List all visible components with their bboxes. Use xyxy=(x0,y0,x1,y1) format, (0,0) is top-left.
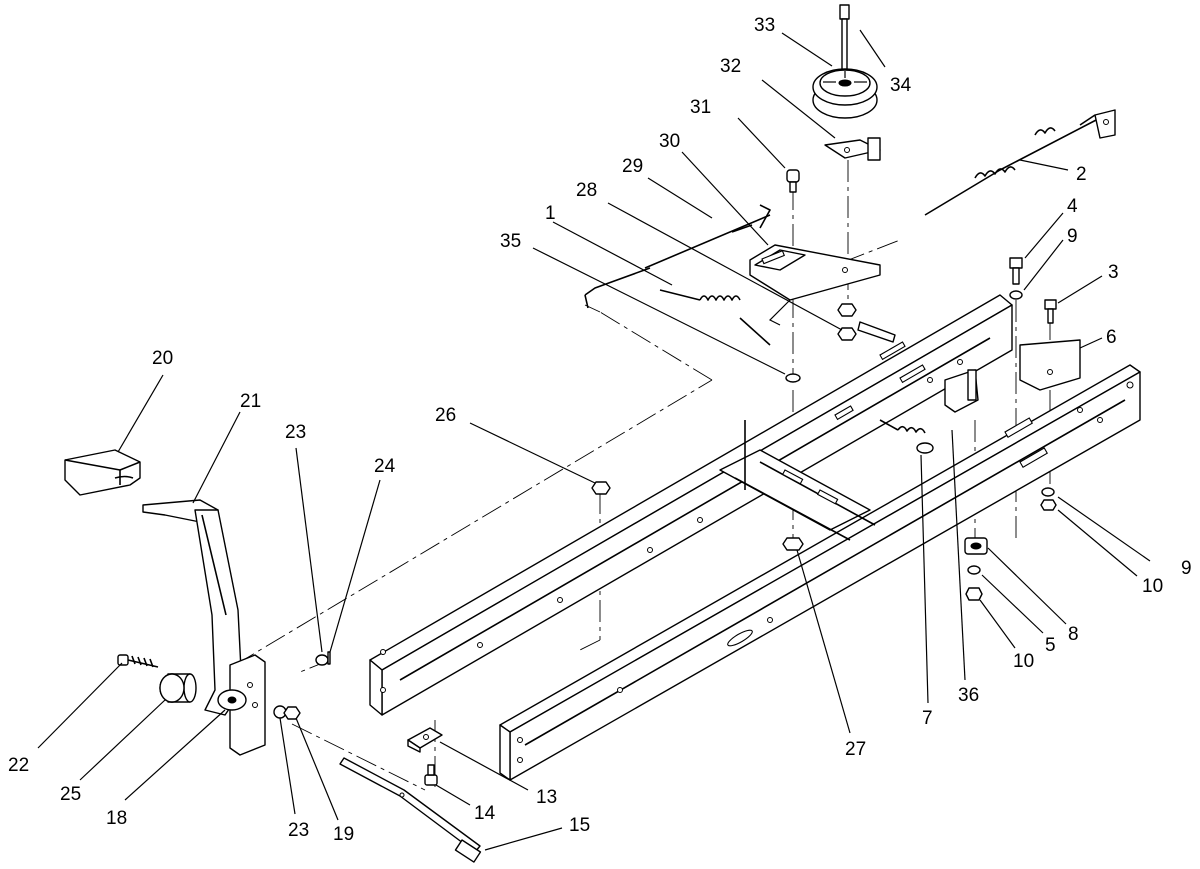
callout-36: 36 xyxy=(958,685,979,706)
bolt-4 xyxy=(1009,257,1023,300)
nut-26 xyxy=(591,481,611,495)
extension-spring-1 xyxy=(659,289,771,346)
callout-18: 18 xyxy=(106,808,127,829)
pedal-pad-20 xyxy=(64,449,141,496)
callout-6: 6 xyxy=(1106,327,1117,348)
callout-5: 5 xyxy=(1045,635,1056,656)
callout-34: 34 xyxy=(890,75,912,96)
callout-13: 13 xyxy=(536,787,557,808)
callout-33: 33 xyxy=(754,15,775,36)
hardware-9-10-right xyxy=(1040,487,1057,511)
callout-26: 26 xyxy=(435,405,456,426)
callout-25: 25 xyxy=(60,784,81,805)
callout-32: 32 xyxy=(720,56,741,77)
cross-member xyxy=(719,420,876,541)
idler-arm-30 xyxy=(749,244,881,326)
callout-21: 21 xyxy=(240,391,261,412)
callout-28: 28 xyxy=(576,180,597,201)
callout-15: 15 xyxy=(569,815,590,836)
callout-31: 31 xyxy=(690,97,711,118)
callout-24: 24 xyxy=(374,456,396,477)
spring-2-assembly xyxy=(924,109,1116,216)
callout-labels: 1 2 3 4 5 6 7 8 9 9 10 10 13 14 15 18 19… xyxy=(8,15,1192,845)
callout-8: 8 xyxy=(1068,624,1079,645)
callout-20: 20 xyxy=(152,348,173,369)
callout-14: 14 xyxy=(474,803,496,824)
spring-7 xyxy=(879,419,934,454)
washers-23-19 xyxy=(273,651,331,720)
brake-pedal-21 xyxy=(142,499,243,716)
hardware-8-5-10 xyxy=(964,537,988,601)
callout-19: 19 xyxy=(333,824,354,845)
callout-23-b: 23 xyxy=(288,820,309,841)
nut-27 xyxy=(782,537,804,551)
callout-27: 27 xyxy=(845,739,866,760)
callout-1: 1 xyxy=(545,203,556,224)
callout-9-a: 9 xyxy=(1067,226,1078,247)
callout-23-a: 23 xyxy=(285,422,306,443)
bolt-34 xyxy=(839,4,850,72)
bolt-14 xyxy=(424,764,438,786)
bolt-31 xyxy=(786,169,800,193)
callout-29: 29 xyxy=(622,156,643,177)
callout-30: 30 xyxy=(659,131,680,152)
callout-22: 22 xyxy=(8,755,29,776)
callout-7: 7 xyxy=(922,708,933,729)
callout-2: 2 xyxy=(1076,164,1087,185)
pedal-mount-plate-18 xyxy=(217,654,266,756)
nut-28 xyxy=(837,303,857,341)
callout-9-b: 9 xyxy=(1181,558,1192,579)
frame-rail-right xyxy=(499,364,1141,781)
bracket-36 xyxy=(944,369,979,413)
brake-rod-15 xyxy=(339,757,482,863)
bracket-6 xyxy=(1019,339,1081,391)
idler-pulley-33 xyxy=(812,68,878,119)
washer-35 xyxy=(785,373,801,383)
callout-leaders xyxy=(37,29,1151,851)
bolt-22 xyxy=(117,654,159,668)
callout-3: 3 xyxy=(1108,262,1119,283)
spacer-25 xyxy=(159,673,197,703)
callout-35: 35 xyxy=(500,231,521,252)
callout-10-b: 10 xyxy=(1013,651,1034,672)
callout-10-a: 10 xyxy=(1142,576,1163,597)
rod-35-hook xyxy=(584,267,651,309)
frame-rail-left xyxy=(369,294,1013,716)
callout-4: 4 xyxy=(1067,196,1078,217)
stud-28 xyxy=(857,321,896,343)
pulley-bracket-32 xyxy=(824,137,881,161)
bolt-3 xyxy=(1044,299,1057,324)
clip-13 xyxy=(407,727,443,753)
